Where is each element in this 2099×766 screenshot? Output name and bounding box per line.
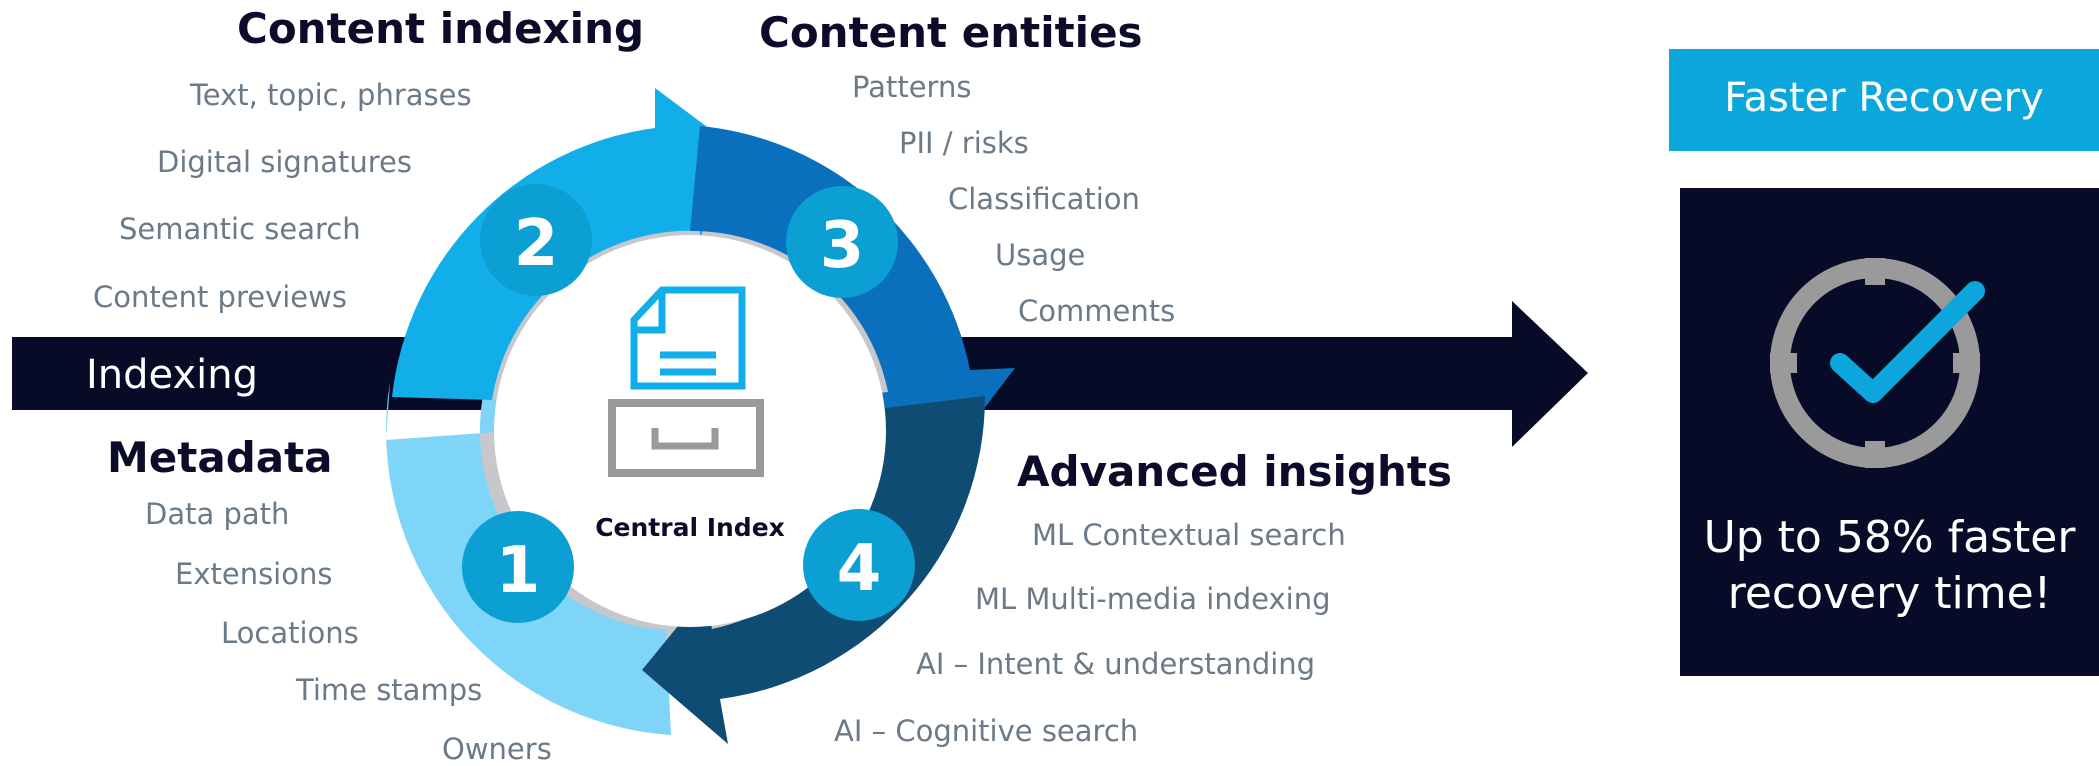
content-entities-item: PII / risks	[899, 126, 1029, 160]
advanced-insights-heading: Advanced insights	[1017, 447, 1452, 496]
content-entities-heading: Content entities	[759, 8, 1143, 57]
metadata-item: Time stamps	[296, 673, 483, 707]
content-entities-item: Classification	[948, 182, 1140, 216]
content-indexing-item: Text, topic, phrases	[190, 78, 472, 112]
content-indexing-item: Semantic search	[119, 212, 361, 246]
document-tray-icon	[608, 286, 764, 477]
central-index-label: Central Index	[595, 513, 785, 542]
advanced-insights-item: AI – Intent & understanding	[916, 647, 1316, 681]
metadata-item: Locations	[221, 616, 359, 650]
recovery-panel: Up to 58% faster recovery time!	[1680, 188, 2099, 676]
center-circle	[494, 235, 886, 627]
step-badge-1	[462, 511, 574, 623]
faster-recovery-banner: Faster Recovery	[1669, 49, 2099, 151]
step-number-3: 3	[819, 209, 865, 283]
faster-recovery-title: Faster Recovery	[1724, 75, 2044, 121]
recovery-stat-text: Up to 58% faster recovery time!	[1703, 512, 2076, 619]
step-badge-3	[786, 186, 898, 298]
step-number-4: 4	[836, 532, 882, 606]
metadata-item: Extensions	[175, 557, 333, 591]
content-entities-item: Usage	[995, 238, 1086, 272]
metadata-heading: Metadata	[107, 433, 333, 482]
content-entities-item: Patterns	[852, 70, 972, 104]
advanced-insights-item: ML Contextual search	[1032, 518, 1346, 552]
clock-check-icon	[1770, 258, 1985, 468]
indexing-arrow-label: Indexing	[86, 352, 258, 398]
content-indexing-heading: Content indexing	[237, 4, 645, 53]
advanced-insights-item: ML Multi-media indexing	[975, 582, 1331, 616]
segment-4	[642, 396, 986, 744]
metadata-item: Owners	[442, 732, 552, 766]
content-entities-item: Comments	[1018, 294, 1176, 328]
step-number-1: 1	[495, 534, 541, 608]
step-number-2: 2	[513, 207, 559, 281]
metadata-item: Data path	[145, 497, 290, 531]
content-indexing-item: Content previews	[93, 280, 347, 314]
step-badge-4	[803, 509, 915, 621]
advanced-insights-item: AI – Cognitive search	[834, 714, 1139, 748]
segment-1	[386, 355, 671, 735]
step-badge-2	[480, 184, 592, 296]
content-indexing-item: Digital signatures	[157, 145, 412, 179]
